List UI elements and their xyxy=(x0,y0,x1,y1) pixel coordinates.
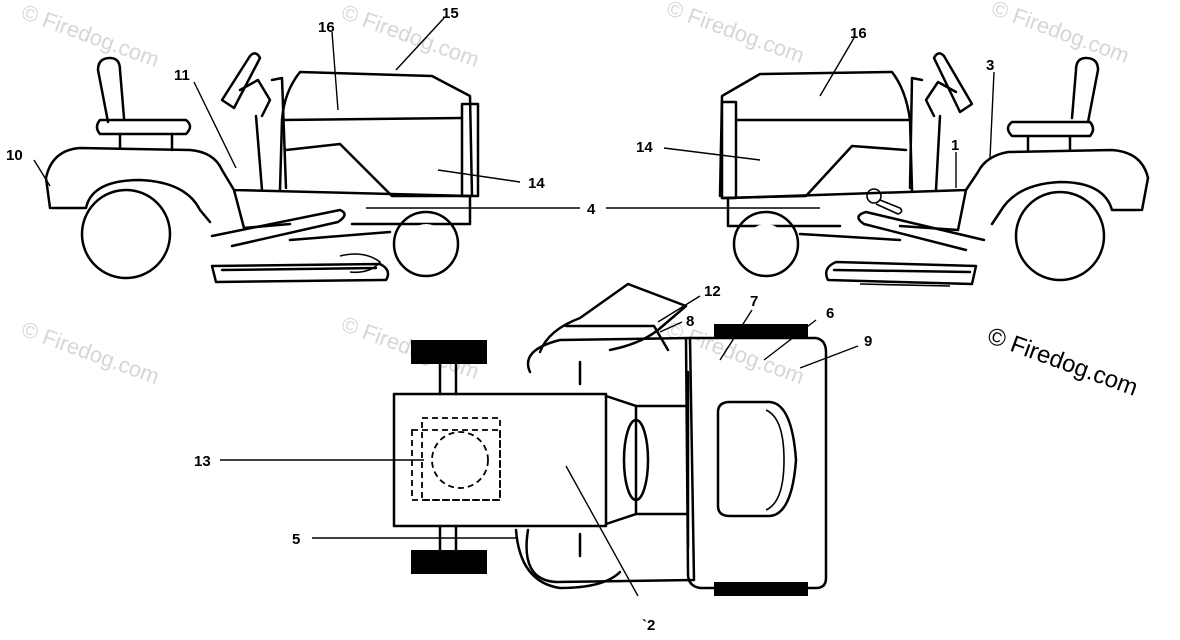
grille xyxy=(720,100,738,200)
front-axle-arm xyxy=(798,232,902,242)
steering-wheel xyxy=(220,52,262,110)
callout-14: 14 xyxy=(636,139,653,156)
callout-9: 9 xyxy=(864,333,872,350)
callout-7: 7 xyxy=(750,293,758,310)
hood-lower-line xyxy=(280,116,464,122)
frame xyxy=(726,188,968,232)
front-tire-bottom xyxy=(411,550,487,574)
steering-column-base xyxy=(622,418,650,502)
deck-lift-arm xyxy=(857,210,986,252)
hood xyxy=(718,70,914,198)
front-axle-arm xyxy=(288,230,392,242)
callout-3: 3 xyxy=(986,57,994,74)
frame xyxy=(232,188,472,230)
rear-tire-top xyxy=(714,324,808,338)
callout-16: 16 xyxy=(318,19,335,36)
leader-16b xyxy=(819,37,855,97)
seat-cushion xyxy=(95,118,192,136)
front-tire-top xyxy=(411,340,487,364)
steering-column xyxy=(924,80,958,118)
watermark-text: © Firedog.com xyxy=(18,316,162,389)
dash-tower xyxy=(254,76,288,192)
rear-wheel-hub xyxy=(1033,209,1087,263)
leader-15 xyxy=(395,17,445,71)
leader-3 xyxy=(989,71,995,159)
watermark-text: © Firedog.com xyxy=(988,0,1132,68)
callout-6: 6 xyxy=(826,305,834,322)
callout-4: 4 xyxy=(587,201,596,218)
rear-body xyxy=(44,146,236,210)
tractor-top-view xyxy=(392,282,828,596)
watermark-text: © Firedog.com xyxy=(663,0,807,68)
leader-6 xyxy=(763,319,817,361)
leader-14a xyxy=(663,147,761,161)
callout-10: 10 xyxy=(6,147,23,164)
leader-16a xyxy=(331,31,339,111)
deck-chute xyxy=(339,253,382,274)
lift-lever-knob xyxy=(866,188,882,204)
steering-wheel xyxy=(932,52,974,114)
seat-top xyxy=(716,400,798,518)
leader-14b xyxy=(437,169,521,183)
deck-bottom-arc xyxy=(514,528,622,590)
rear-fender-arch xyxy=(50,178,212,224)
front-wheel-tire xyxy=(392,210,460,278)
deck-lift-arm xyxy=(210,208,346,248)
callout-5: 5 xyxy=(292,531,300,548)
leader-11 xyxy=(193,81,237,169)
leader-2 xyxy=(565,465,639,597)
tractor-left-side-view xyxy=(44,52,480,284)
rear-body-top xyxy=(684,336,828,590)
hood xyxy=(278,70,474,198)
leader-lines xyxy=(33,17,995,597)
mower-deck-top xyxy=(525,336,696,584)
callout-11: 11 xyxy=(174,67,190,84)
rear-wheel-tire xyxy=(80,188,172,280)
callout-1: 1 xyxy=(951,137,959,154)
front-wheel-hub xyxy=(746,224,786,264)
rear-body xyxy=(964,148,1150,212)
mid-frame-top xyxy=(604,394,688,526)
callout-14: 14 xyxy=(528,175,545,192)
callout-8: 8 xyxy=(686,313,694,330)
grille xyxy=(460,102,480,198)
dash-tower xyxy=(908,76,942,192)
callout-15: 15 xyxy=(442,5,459,22)
watermark-text: © Firedog.com xyxy=(338,0,482,72)
steering-column xyxy=(238,78,272,118)
leader-10 xyxy=(33,159,51,187)
steering-wheel-top xyxy=(538,282,688,354)
brand-watermark: © Firedog.com xyxy=(984,322,1141,401)
mower-deck xyxy=(825,260,978,286)
callout-2: `2 xyxy=(642,617,655,634)
mower-deck xyxy=(210,262,390,284)
callout-labels: 10 11 16 15 14 4 16 14 3 1 12 8 7 6 9 13… xyxy=(6,5,994,634)
callout-12: 12 xyxy=(704,283,721,300)
leader-7 xyxy=(719,309,753,361)
leader-8 xyxy=(659,321,683,333)
callout-13: 13 xyxy=(194,453,211,470)
seat-back xyxy=(1070,56,1100,124)
front-wheel-tire xyxy=(732,210,800,278)
seat-cushion xyxy=(1006,120,1095,138)
lift-lever xyxy=(875,199,903,215)
air-filter-outline xyxy=(431,431,489,489)
rear-wheel-tire xyxy=(1014,190,1106,282)
deck-skirt xyxy=(859,283,951,287)
seat-back xyxy=(96,56,126,124)
leader-9 xyxy=(799,345,859,369)
callout-16: 16 xyxy=(850,25,867,42)
seat-back-top xyxy=(765,409,785,511)
rear-wheel-hub xyxy=(99,207,153,261)
front-wheel-hub xyxy=(406,224,446,264)
tractor-right-side-view xyxy=(718,52,1150,287)
steering-column-top xyxy=(564,324,670,352)
watermark-text: © Firedog.com xyxy=(18,0,162,72)
leader-12 xyxy=(657,295,701,323)
rear-fender-arch xyxy=(990,180,1142,226)
